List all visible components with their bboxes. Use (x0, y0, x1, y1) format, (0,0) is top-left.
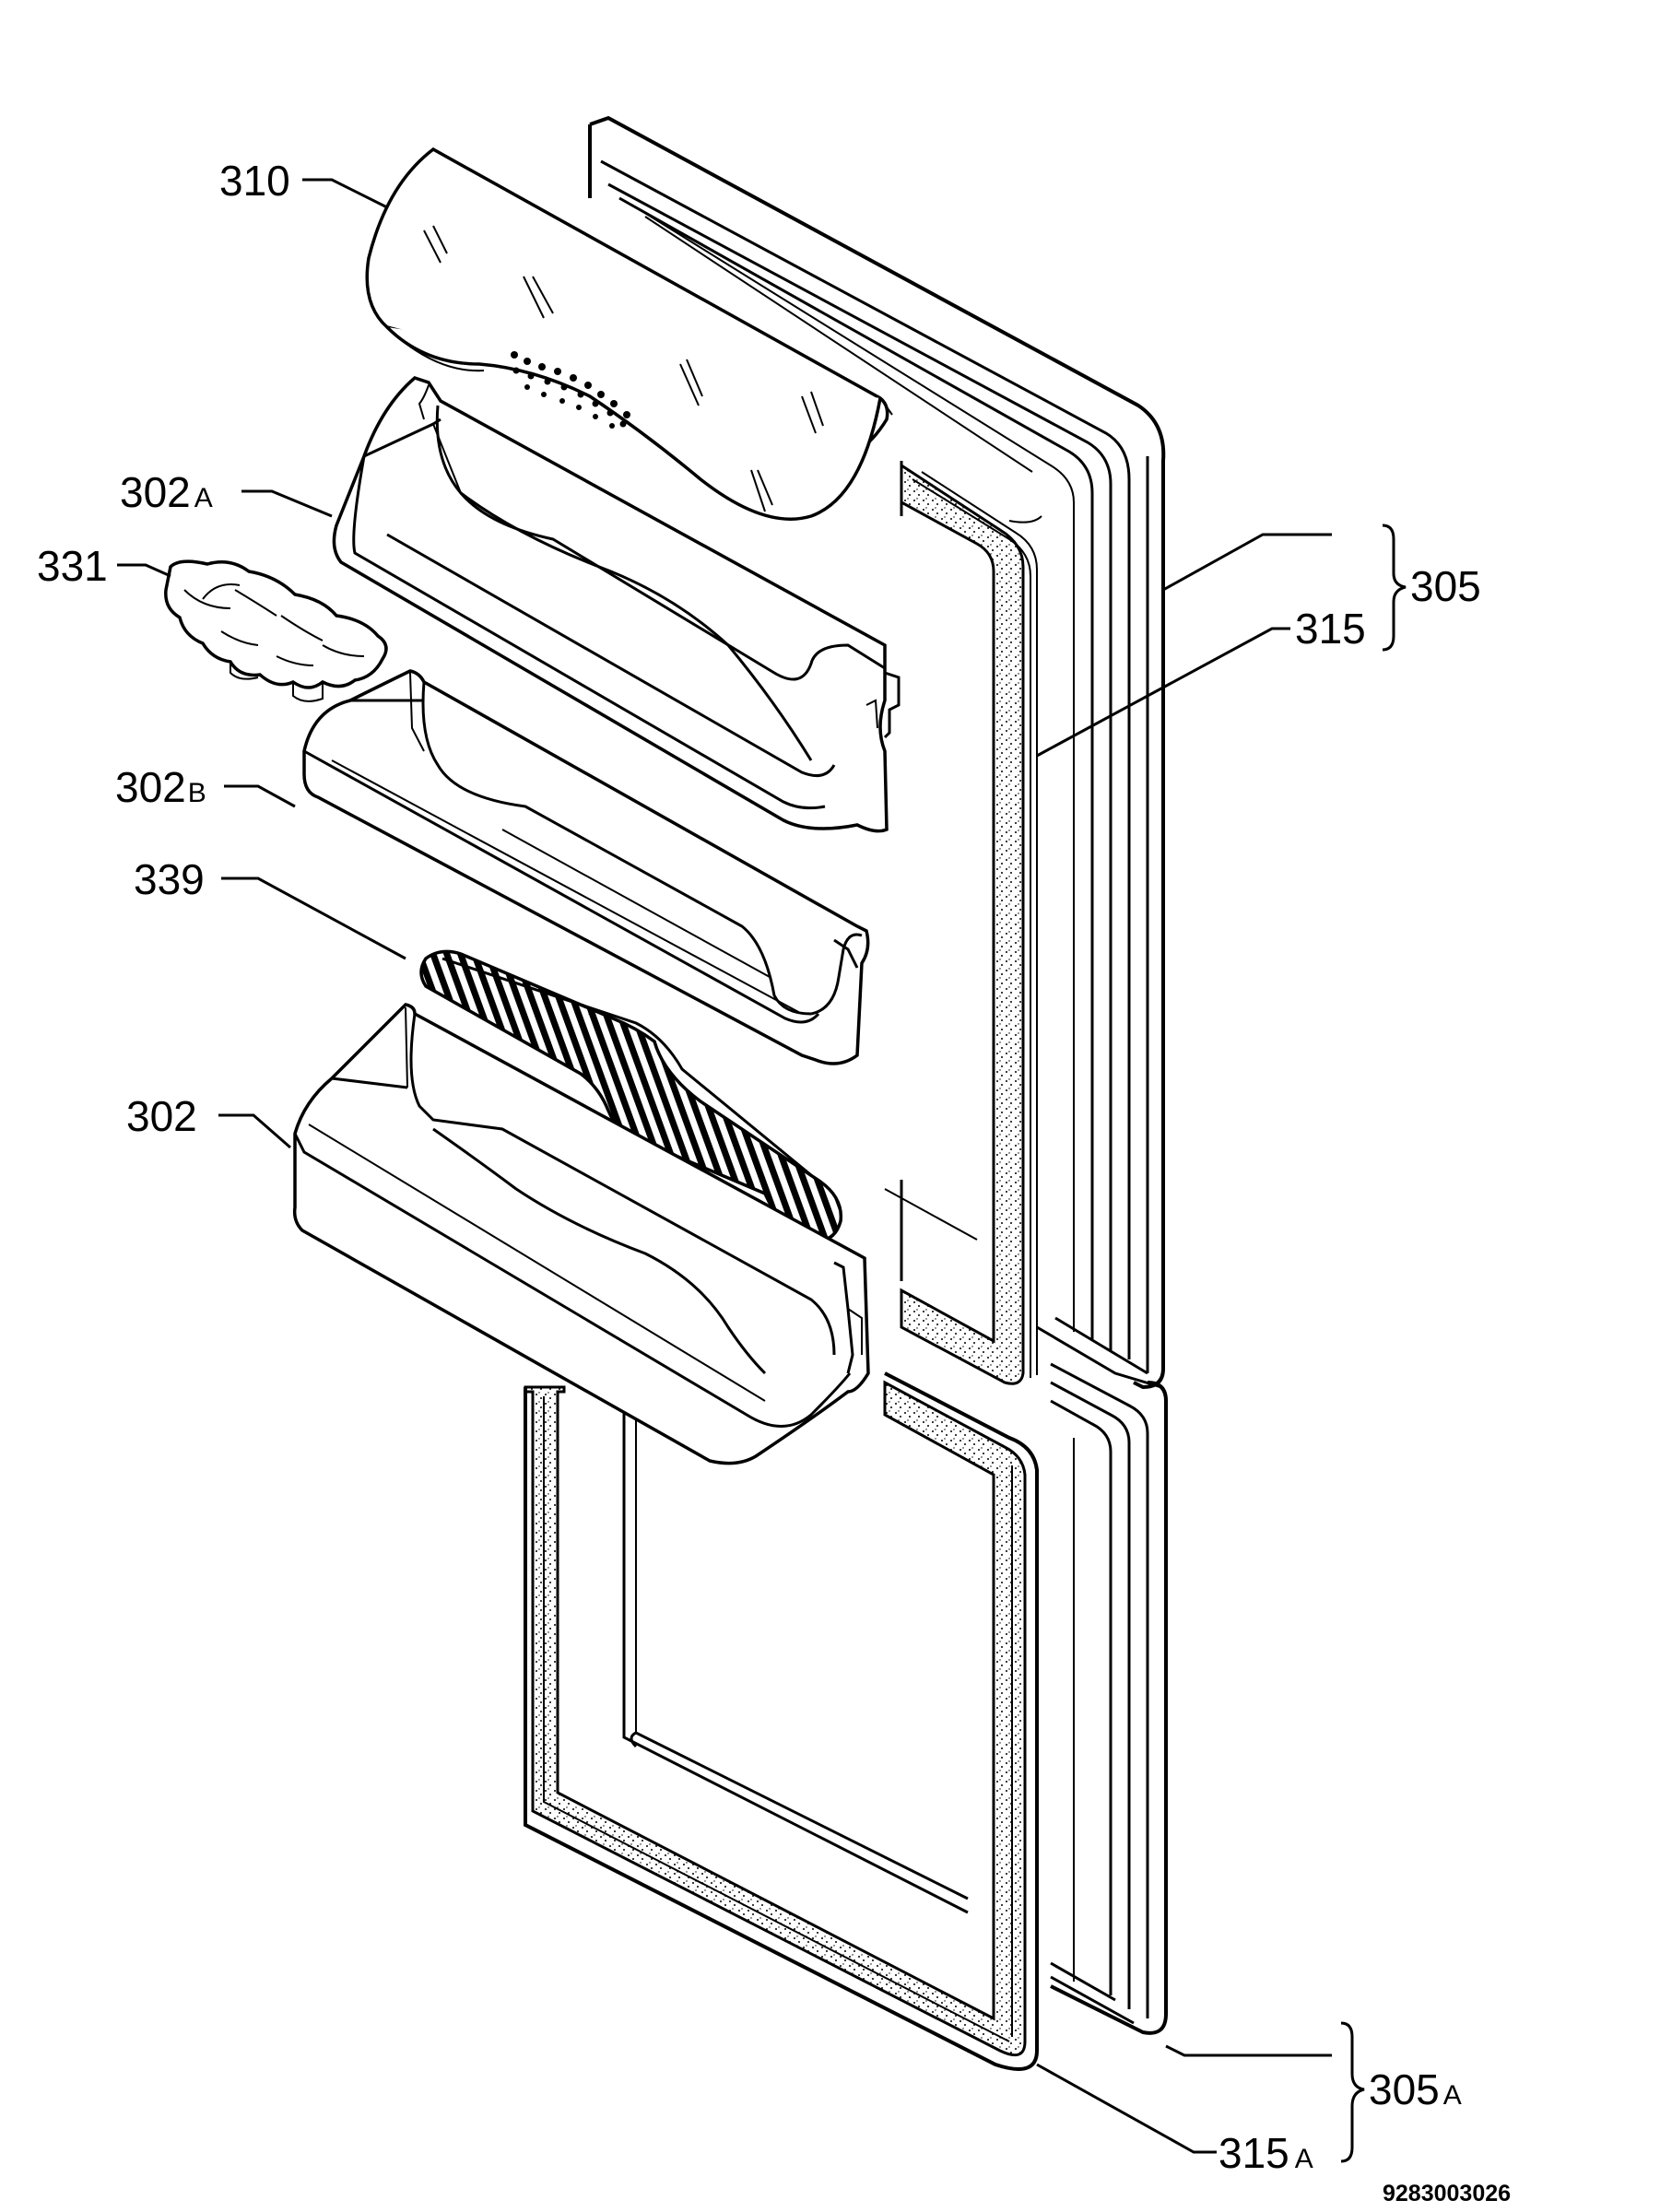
part-331-egg-tray (164, 559, 388, 702)
label-305: 305 (1410, 562, 1481, 610)
brace-305 (1382, 524, 1407, 652)
label-302b: 302B (115, 763, 206, 811)
label-302: 302 (126, 1092, 197, 1140)
part-302-shelf (292, 1003, 870, 1465)
upper-gasket (900, 463, 1038, 1385)
label-315: 315 (1295, 605, 1366, 653)
label-310: 310 (219, 157, 290, 205)
brace-305a (1340, 2021, 1365, 2163)
label-315a-number: 315 (1219, 2129, 1289, 2177)
leader-302 (218, 1113, 291, 1149)
part-339-bottle-retainer (419, 949, 843, 1242)
label-305a-suffix: A (1443, 2080, 1462, 2111)
label-331: 331 (37, 542, 108, 590)
label-302b-suffix: B (188, 778, 206, 808)
leader-339 (221, 877, 406, 960)
leader-315a (1036, 2063, 1217, 2154)
drawing-code: 9283003026 (1383, 2181, 1511, 2206)
leader-305 (1162, 533, 1332, 592)
label-302a-suffix: A (194, 483, 213, 513)
upper-door-panel (588, 115, 1166, 1390)
vent-holes (511, 351, 630, 429)
part-302a-shelf (332, 376, 901, 833)
label-302b-number: 302 (115, 763, 186, 811)
part-302b-shelf (302, 669, 870, 1065)
label-315a-suffix: A (1295, 2144, 1313, 2174)
lower-gasket (524, 1371, 1039, 2071)
leader-lines (117, 178, 1332, 2154)
leader-305a (1165, 2044, 1332, 2057)
leader-302b (224, 784, 296, 808)
leader-310 (302, 178, 388, 209)
label-339: 339 (134, 855, 205, 903)
part-310-lid (365, 147, 893, 521)
label-302a-number: 302 (120, 468, 191, 516)
leader-302a (241, 489, 333, 518)
leader-331 (117, 563, 171, 578)
leader-315 (1036, 627, 1290, 758)
label-305a-number: 305 (1369, 2065, 1440, 2113)
lower-door-panel (1050, 1362, 1168, 2035)
